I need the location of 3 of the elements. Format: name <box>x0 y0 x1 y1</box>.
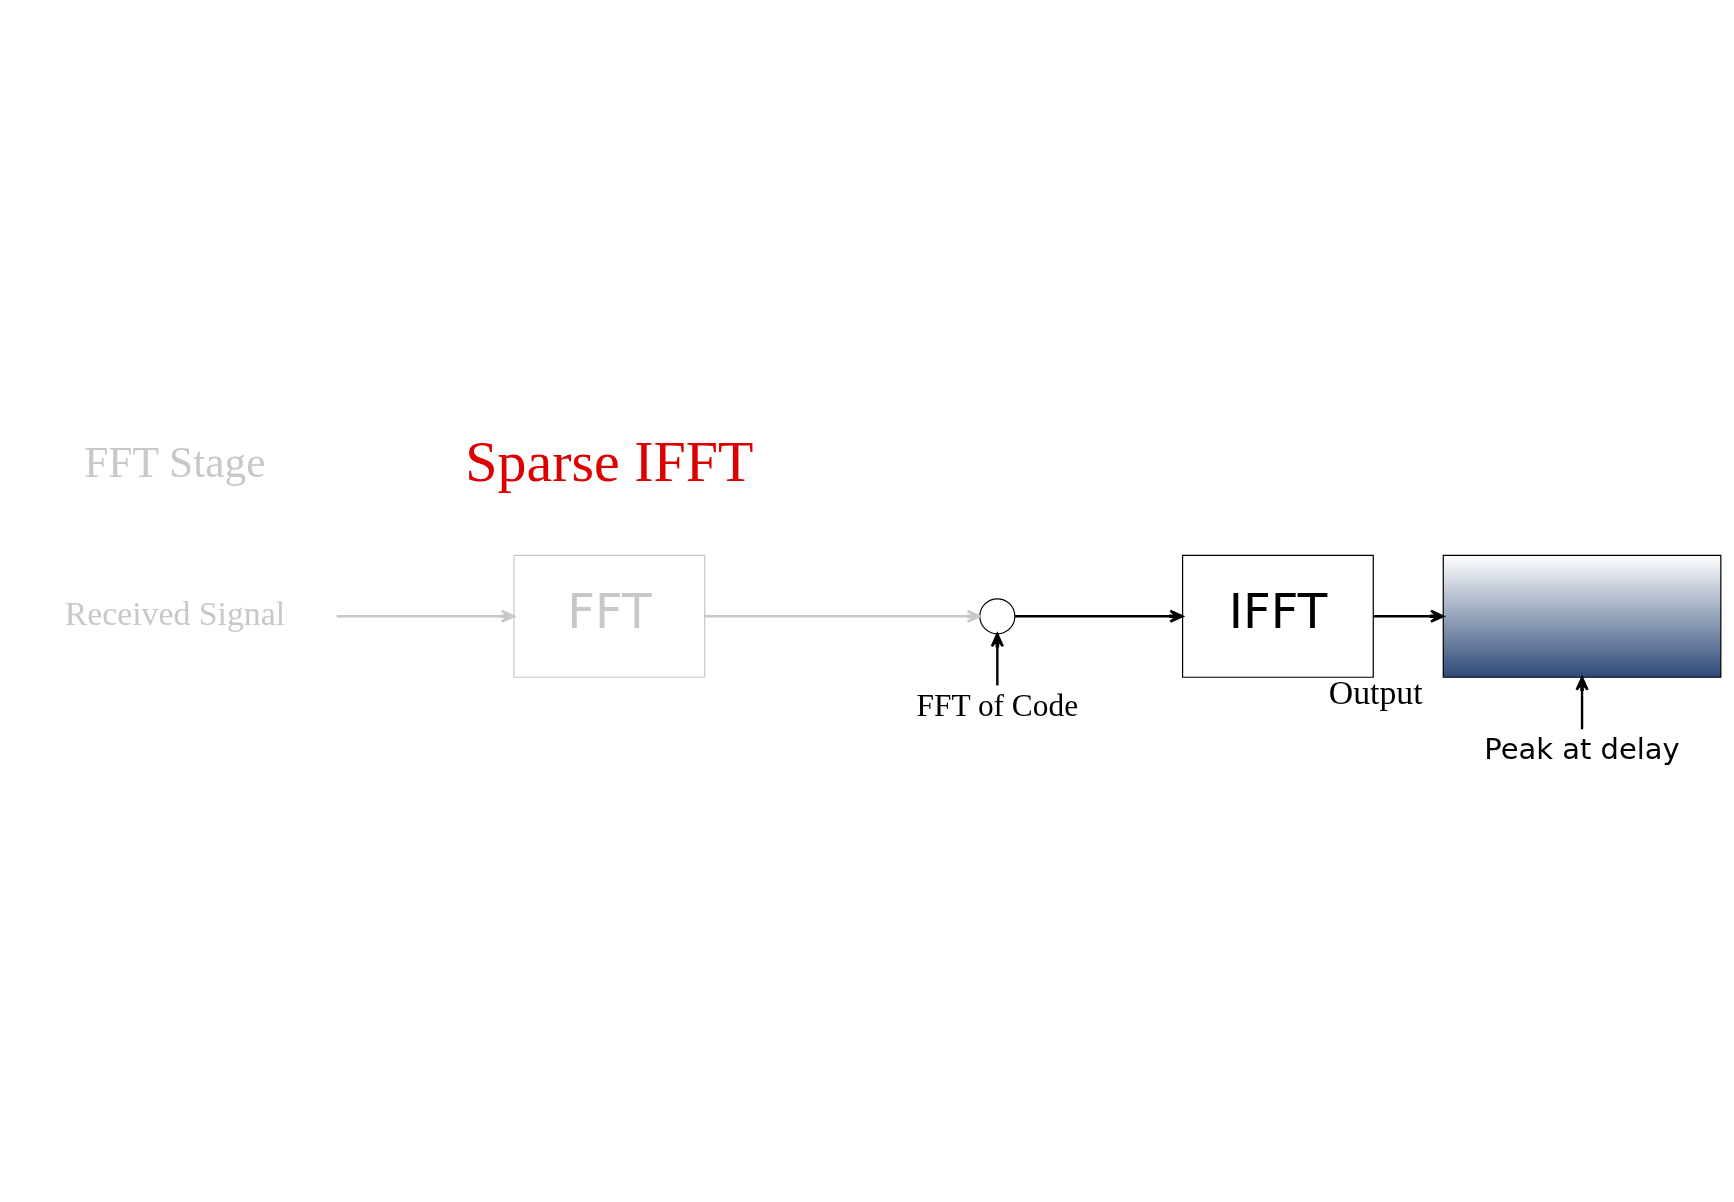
label: Sparse IFFT <box>465 428 754 494</box>
node-text: FFT of Code <box>916 687 1079 723</box>
node-text: Peak at delay <box>1484 731 1680 766</box>
